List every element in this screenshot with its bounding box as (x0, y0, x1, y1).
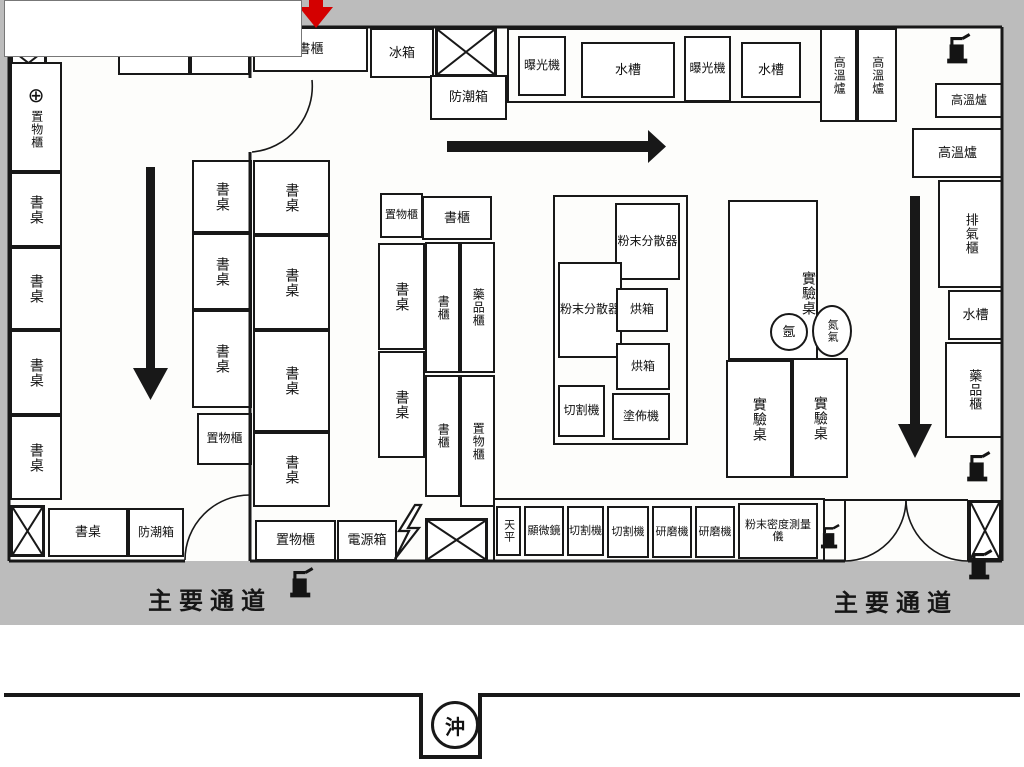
fire-extinguisher-icon (289, 566, 315, 598)
power-box: 電源箱 (337, 520, 397, 561)
desk: 書桌 (253, 330, 330, 432)
desk: 書桌 (378, 243, 425, 350)
lab-table: 實驗桌 (792, 358, 848, 478)
high-temp-furnace: 高溫爐 (935, 83, 1003, 118)
desk: 書桌 (10, 247, 62, 330)
dry-box: 防潮箱 (128, 508, 184, 557)
storage-cabinet-label: 置物櫃 (29, 109, 44, 149)
powder-density-meter: 粉末密度測量儀 (738, 503, 818, 559)
desk: 書桌 (253, 235, 330, 330)
chemical-cabinet: 藥品櫃 (460, 242, 495, 373)
storage-cabinet: 置物櫃 (255, 520, 336, 561)
oven: 烘箱 (616, 288, 668, 332)
powder-disperser: 粉末分散器 (558, 262, 622, 358)
coating-machine: 塗佈機 (612, 393, 670, 440)
equipment-table-outline (553, 195, 688, 445)
main-aisle-label-left: 主要通道 (148, 588, 272, 615)
storage-cabinet: 置物櫃 (380, 193, 423, 238)
oven: 烘箱 (616, 343, 670, 390)
powder-disperser: 粉末分散器 (615, 203, 680, 280)
fume-cabinet: 排氣櫃 (938, 180, 1003, 288)
grinding-machine: 研磨機 (652, 506, 692, 558)
wash-station: 沖 (431, 701, 479, 749)
cross-circle-icon: ⊕ (27, 84, 45, 107)
balance: 天平 (496, 506, 521, 556)
pillar-x-bottom-left (10, 505, 45, 557)
desk: 書桌 (10, 330, 62, 415)
sink: 水槽 (948, 290, 1003, 340)
bookcase: 書櫃 (425, 242, 460, 373)
exposure-machine: 曝光機 (518, 36, 566, 96)
desk: 書桌 (192, 160, 252, 233)
argon-gas-cylinder: 氬 (770, 313, 808, 351)
cutting-machine: 切割機 (607, 506, 649, 558)
sink: 水槽 (581, 42, 675, 98)
desk: 書桌 (192, 310, 252, 408)
desk: 書桌 (253, 432, 330, 507)
exposure-machine: 曝光機 (684, 36, 731, 102)
storage-cabinet: 置物櫃 (197, 413, 252, 465)
microscope: 顯微鏡 (524, 506, 564, 556)
lab-table: 實驗桌 (726, 360, 792, 478)
grinding-machine: 研磨機 (695, 506, 735, 558)
fire-extinguisher-icon (946, 32, 972, 64)
dry-box: 防潮箱 (430, 75, 507, 120)
desk: 書桌 (253, 160, 330, 235)
white-overlay-box (4, 0, 302, 57)
main-aisle-label-right: 主要通道 (834, 590, 958, 617)
bookcase: 書櫃 (422, 196, 492, 240)
fire-extinguisher-icon (966, 450, 992, 482)
storage-cabinet-first-aid: ⊕ 置物櫃 (10, 62, 62, 172)
nitrogen-gas-cylinder: 氮氣 (812, 305, 852, 357)
desk: 書桌 (10, 415, 62, 500)
pillar-x-bottom-middle (425, 518, 488, 562)
fire-extinguisher-icon (820, 522, 841, 550)
chemical-cabinet: 藥品櫃 (945, 342, 1003, 438)
fridge: 冰箱 (370, 28, 434, 78)
cutting-machine: 切割機 (558, 385, 605, 437)
high-temp-furnace: 高溫爐 (912, 128, 1003, 178)
fire-extinguisher-icon (968, 548, 994, 580)
corridor-outline (4, 693, 1020, 759)
desk: 書桌 (378, 351, 425, 458)
pillar-x-bottom-right (968, 500, 1002, 561)
sink: 水槽 (741, 42, 801, 98)
cutting-machine: 切割機 (567, 506, 604, 556)
high-temp-furnace: 高溫爐 (820, 28, 857, 122)
pillar-x-top-middle (435, 27, 497, 77)
desk: 書桌 (192, 233, 252, 310)
bookcase: 書櫃 (425, 375, 460, 497)
desk: 書桌 (10, 172, 62, 247)
storage-cabinet: 置物櫃 (460, 375, 495, 507)
high-temp-furnace: 高溫爐 (857, 28, 897, 122)
desk: 書桌 (48, 508, 128, 557)
